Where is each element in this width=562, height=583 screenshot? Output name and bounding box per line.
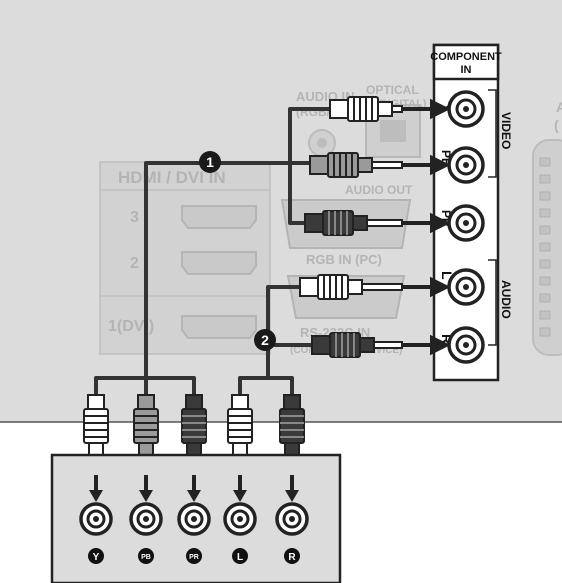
device-label-pb-badge: PB (138, 548, 154, 564)
audio-group-label: AUDIO (499, 280, 513, 319)
step-2-label: 2 (261, 332, 269, 348)
device-label-pr-badge: PR (186, 548, 202, 564)
component-title-line1: COMPONENT (430, 51, 502, 63)
audio-in-rgb-jack (308, 129, 336, 157)
device-label-r-badge: R (284, 548, 300, 564)
device-label-l-badge: L (232, 548, 248, 564)
video-cable (94, 107, 330, 395)
jack-pb[interactable] (447, 146, 485, 184)
hdmi-3-label: 3 (130, 209, 139, 226)
hdmi-1-label: 1(DVI) (108, 318, 154, 335)
hdmi-port-3 (181, 205, 257, 229)
device-jack-r[interactable] (275, 475, 309, 536)
antenna-label-partial: A (556, 99, 562, 115)
connection-arrows (400, 98, 451, 356)
plug-pb-tv (309, 152, 403, 178)
plug-l-tv (299, 274, 403, 300)
scart-port (532, 139, 562, 356)
audio-out-label: AUDIO OUT (345, 183, 413, 197)
device-jacks (79, 475, 309, 536)
component-title-line2: IN (461, 64, 472, 76)
rgb-in-label: RGB IN (PC) (306, 252, 382, 267)
jack-pr[interactable] (447, 204, 485, 242)
plug-y-tv (329, 96, 403, 122)
device-label-pr: PR (189, 554, 199, 561)
device-label-pb: PB (141, 554, 151, 561)
jack-y[interactable] (447, 90, 485, 128)
device-jack-y[interactable] (79, 475, 113, 536)
step-2-marker: 2 (254, 329, 276, 351)
device-jack-l[interactable] (223, 475, 257, 536)
optical-label: OPTICAL (366, 83, 419, 97)
device-jack-pr[interactable] (177, 475, 211, 536)
step-1-marker: 1 (199, 151, 221, 173)
jack-r[interactable] (447, 326, 485, 364)
video-group-label: VIDEO (499, 112, 513, 149)
device-label-l: L (237, 552, 243, 563)
device-label-y: Y (93, 552, 100, 563)
step-1-label: 1 (206, 154, 214, 170)
audio-cable (238, 285, 312, 395)
hdmi-port-2 (181, 251, 257, 275)
jack-l[interactable] (447, 268, 485, 306)
plug-pr-tv (304, 210, 403, 236)
jack-label-l: L (439, 271, 455, 280)
hdmi-2-label: 2 (130, 255, 139, 272)
hdmi-port-1 (181, 315, 257, 339)
plug-r-tv (311, 332, 403, 358)
device-label-r: R (288, 552, 296, 563)
device-jack-pb[interactable] (129, 475, 163, 536)
jack-label-r: R (439, 334, 455, 344)
antenna-sub-partial: ( (554, 117, 559, 133)
device-label-y-badge: Y (88, 548, 104, 564)
